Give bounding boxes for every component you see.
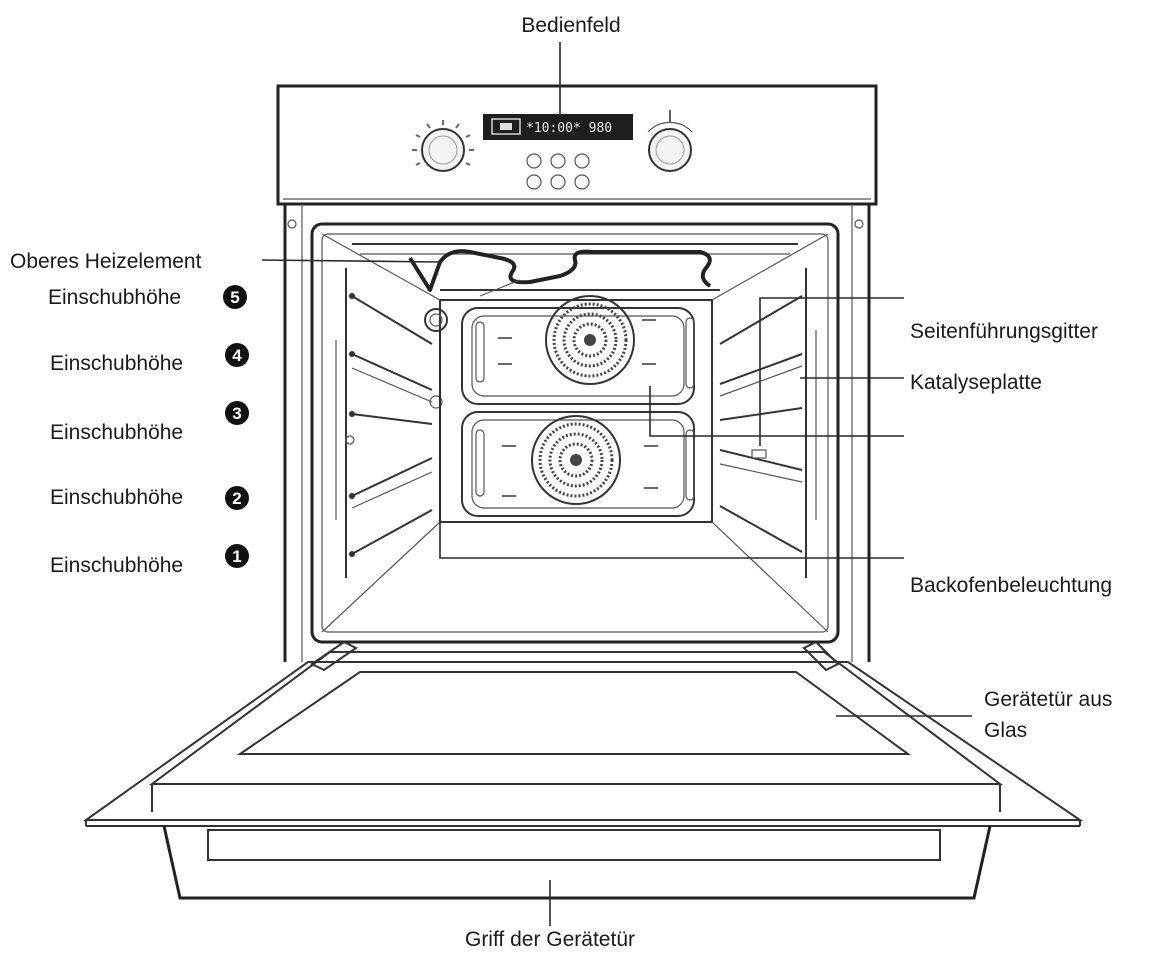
- level-number-badge: [225, 486, 249, 510]
- right-side-rails: [719, 268, 817, 578]
- level-number-badge: [225, 401, 249, 425]
- level-label-5: Einschubhöhe 5: [48, 285, 247, 309]
- label-control-panel: Bedienfeld: [521, 14, 620, 37]
- button-grid: [526, 153, 590, 190]
- panel-button[interactable]: [526, 153, 542, 169]
- level-number-badge: [225, 544, 249, 568]
- svg-text:Einschubhöhe: Einschubhöhe: [50, 486, 183, 509]
- panel-button[interactable]: [574, 174, 590, 190]
- label-oven-light: Backofenbeleuchtung: [910, 574, 1112, 597]
- svg-text:Einschubhöhe: Einschubhöhe: [50, 352, 183, 375]
- door-handle: [162, 825, 992, 900]
- door-glass: [236, 671, 912, 755]
- svg-text:2: 2: [232, 489, 241, 508]
- level-number-badge: [225, 343, 249, 367]
- panel-button[interactable]: [550, 153, 566, 169]
- display-readout: *10:00* 980: [526, 121, 612, 136]
- selector-knob-icon[interactable]: [412, 120, 474, 172]
- label-upper-heating-element: Oberes Heizelement: [10, 250, 202, 273]
- svg-text:Einschubhöhe: Einschubhöhe: [48, 286, 181, 309]
- oven-door: [82, 640, 1084, 900]
- label-door-handle: Griff der Gerätetür: [465, 928, 635, 951]
- fan-icon: [545, 295, 635, 385]
- label-side-rails: Seitenführungsgitter: [910, 320, 1098, 343]
- level-label-3: Einschubhöhe 3: [50, 401, 249, 444]
- label-glass-door-line1: Gerätetür aus: [984, 688, 1112, 711]
- level-label-2: Einschubhöhe 2: [50, 486, 249, 510]
- upper-heating-element: [352, 243, 798, 297]
- panel-button[interactable]: [550, 174, 566, 190]
- lamp-icon: [424, 308, 448, 409]
- level-label-4: Einschubhöhe 4: [50, 343, 249, 375]
- oven-cavity: [321, 233, 829, 633]
- labels: Bedienfeld Oberes Heizelement Seitenführ…: [10, 14, 1112, 951]
- thermostat-knob-icon[interactable]: [647, 110, 693, 172]
- level-number-badge: [223, 285, 247, 309]
- panel-button[interactable]: [526, 174, 542, 190]
- control-panel: *10:00* 980: [276, 84, 878, 206]
- panel-button[interactable]: [574, 153, 590, 169]
- svg-text:4: 4: [232, 346, 242, 365]
- level-label-1: Einschubhöhe 1: [50, 544, 249, 577]
- label-glass-door-line2: Glas: [984, 719, 1027, 742]
- oven-body: [283, 204, 871, 662]
- svg-text:5: 5: [230, 288, 239, 307]
- left-side-rails: [335, 268, 433, 578]
- leader-lines: [261, 42, 972, 926]
- svg-text:Einschubhöhe: Einschubhöhe: [50, 554, 183, 577]
- svg-text:Einschubhöhe: Einschubhöhe: [50, 421, 183, 444]
- catalytic-panel: [461, 307, 695, 517]
- svg-text:3: 3: [232, 404, 241, 423]
- svg-text:1: 1: [232, 547, 241, 566]
- label-catalytic-panel: Katalyseplatte: [910, 371, 1042, 394]
- fan-icon: [531, 415, 621, 505]
